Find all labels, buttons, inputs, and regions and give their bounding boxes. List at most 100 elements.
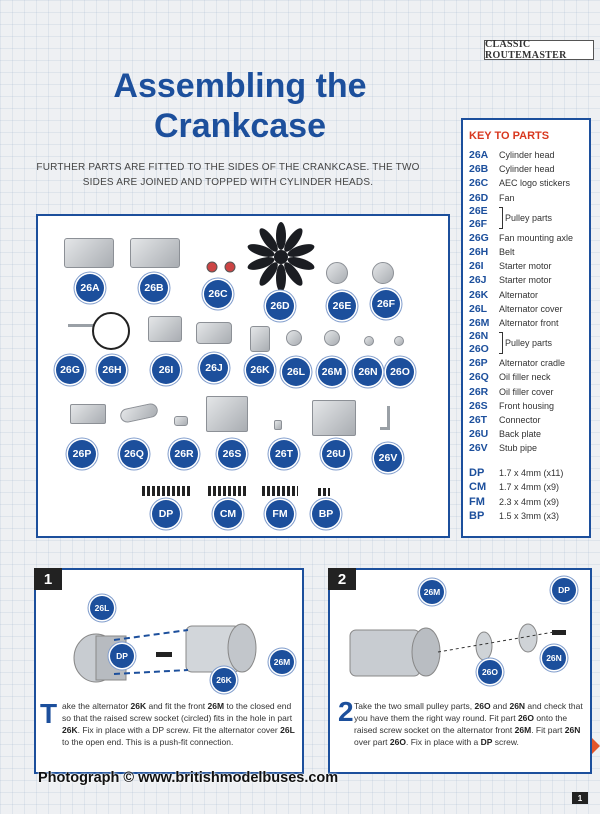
key-desc: 1.7 x 4mm (x9) bbox=[499, 482, 560, 493]
belt-image bbox=[92, 312, 130, 350]
key-code: 26G bbox=[469, 231, 489, 244]
key-code: 26H bbox=[469, 246, 489, 259]
cylinder-head-b-image bbox=[130, 238, 180, 268]
part-label-dp: DP bbox=[152, 500, 180, 528]
oil-filler-cover-image bbox=[174, 416, 188, 426]
key-heading: KEY TO PARTS bbox=[469, 130, 550, 142]
key-row: 26S Front housing bbox=[469, 399, 583, 413]
key-code: 26J bbox=[469, 274, 487, 287]
callout-dp: DP bbox=[552, 578, 576, 602]
key-code: 26F bbox=[469, 217, 488, 230]
key-row: 26Q Oil filler neck bbox=[469, 370, 583, 384]
title-line-1: Assembling the bbox=[113, 67, 367, 105]
part-label-26f: 26F bbox=[372, 290, 400, 318]
key-desc: AEC logo stickers bbox=[499, 178, 571, 189]
part-label-26h: 26H bbox=[98, 356, 126, 384]
key-code: 26S bbox=[469, 399, 488, 412]
key-code: 26L bbox=[469, 302, 488, 315]
key-desc: Oil filler neck bbox=[499, 372, 551, 383]
key-code: FM bbox=[469, 495, 485, 508]
key-desc: Fan bbox=[499, 192, 515, 203]
screw-row: FM 2.3 x 4mm (x9) bbox=[469, 494, 583, 509]
logo-stickers-image bbox=[206, 261, 236, 273]
key-desc: Front housing bbox=[499, 400, 555, 411]
key-desc: 2.3 x 4mm (x9) bbox=[499, 496, 560, 507]
fm-screws-image bbox=[262, 486, 298, 496]
bp-screws-image bbox=[318, 488, 330, 496]
key-code: 26M bbox=[469, 316, 490, 329]
step-number: 1 bbox=[34, 568, 62, 590]
key-desc: Cylinder head bbox=[499, 150, 555, 161]
starter-motor-i-image bbox=[148, 316, 182, 342]
key-code: 26K bbox=[469, 288, 489, 301]
part-label-26n: 26N bbox=[354, 358, 382, 386]
key-desc: Alternator front bbox=[499, 317, 559, 328]
key-code: 26O bbox=[469, 343, 489, 356]
pulley-f-image bbox=[372, 262, 394, 284]
front-housing-image bbox=[206, 396, 248, 432]
key-code: DP bbox=[469, 466, 485, 479]
part-label-fm: FM bbox=[266, 500, 294, 528]
key-code: 26T bbox=[469, 413, 488, 426]
callout-26m: 26M bbox=[420, 580, 444, 604]
part-label-26l: 26L bbox=[282, 358, 310, 386]
alternator-cradle-image bbox=[70, 404, 106, 424]
key-code: 26V bbox=[469, 442, 488, 455]
key-row: 26M Alternator front bbox=[469, 316, 583, 330]
screw-row: CM 1.7 x 4mm (x9) bbox=[469, 480, 583, 495]
key-code: 26B bbox=[469, 163, 489, 176]
callout-dp: DP bbox=[110, 644, 134, 668]
key-code: 26N bbox=[469, 330, 489, 343]
key-code: 26P bbox=[469, 357, 488, 370]
key-row: 26P Alternator cradle bbox=[469, 356, 583, 370]
part-label-26o: 26O bbox=[386, 358, 414, 386]
part-label-bp: BP bbox=[312, 500, 340, 528]
step-1-text: ake the alternator 26K and fit the front… bbox=[62, 701, 295, 747]
cm-screws-image bbox=[208, 486, 248, 496]
stub-pipe-image bbox=[380, 406, 390, 430]
key-row: 26T Connector bbox=[469, 413, 583, 427]
part-label-26g: 26G bbox=[56, 356, 84, 384]
key-row: 26G Fan mounting axle bbox=[469, 231, 583, 245]
key-desc: Pulley parts bbox=[505, 212, 553, 223]
key-desc: Cylinder head bbox=[499, 164, 555, 175]
key-desc: Stub pipe bbox=[499, 443, 538, 454]
key-code: 26E bbox=[469, 204, 488, 217]
part-label-26i: 26I bbox=[152, 356, 180, 384]
part-label-cm: CM bbox=[214, 500, 242, 528]
pulley-e-image bbox=[326, 262, 348, 284]
key-code: CM bbox=[469, 481, 487, 494]
key-code: 26Q bbox=[469, 371, 489, 384]
callout-26n: 26N bbox=[542, 646, 566, 670]
bracket bbox=[499, 332, 503, 355]
part-label-26t: 26T bbox=[270, 440, 298, 468]
callout-26o: 26O bbox=[478, 660, 502, 684]
key-code: 26U bbox=[469, 428, 489, 441]
key-desc: Fan mounting axle bbox=[499, 232, 574, 243]
step-2-initial: 2 bbox=[338, 696, 354, 727]
fan-image bbox=[247, 222, 315, 292]
pulley-o-image bbox=[394, 336, 404, 346]
photo-credit: Photograph © www.britishmodelbuses.com bbox=[38, 770, 339, 786]
dp-screws-image bbox=[142, 486, 192, 496]
callout-26m: 26M bbox=[270, 650, 294, 674]
part-label-26a: 26A bbox=[76, 274, 104, 302]
key-desc: Alternator bbox=[499, 289, 539, 300]
part-label-26k: 26K bbox=[246, 356, 274, 384]
key-desc: Alternator cradle bbox=[499, 358, 566, 369]
key-desc: 1.5 x 3mm (x3) bbox=[499, 511, 560, 522]
part-label-26u: 26U bbox=[322, 440, 350, 468]
part-label-26b: 26B bbox=[140, 274, 168, 302]
key-desc: Connector bbox=[499, 414, 541, 425]
